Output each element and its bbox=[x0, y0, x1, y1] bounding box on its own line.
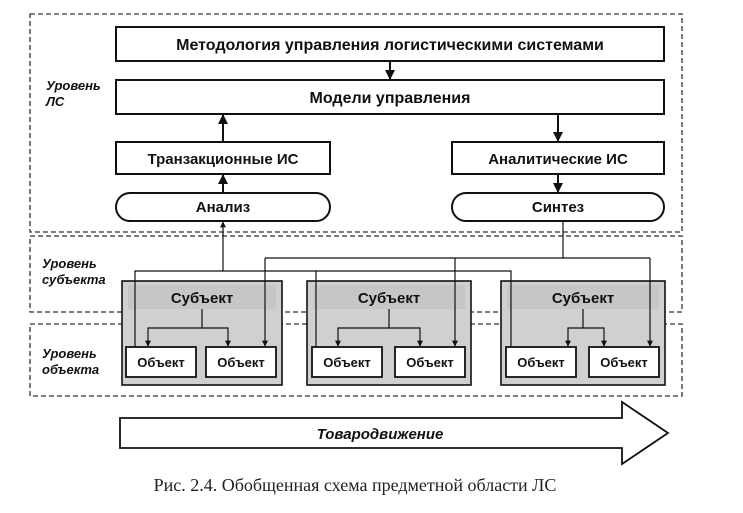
object-2b-label: Объект bbox=[406, 355, 454, 370]
object-3b-label: Объект bbox=[600, 355, 648, 370]
models-box bbox=[115, 79, 665, 115]
object-1b-label: Объект bbox=[217, 355, 265, 370]
flow-label: Товародвижение bbox=[317, 426, 444, 443]
level-subject-label: Уровень субъекта bbox=[42, 256, 106, 287]
figure-caption: Рис. 2.4. Обобщенная схема предметной об… bbox=[154, 475, 557, 495]
level-subject-region bbox=[29, 235, 683, 313]
methodology-box bbox=[115, 26, 665, 62]
transactional-is-label: Транзакционные ИС bbox=[148, 151, 299, 168]
models-label: Модели управления bbox=[310, 90, 471, 107]
synthesis-connectors bbox=[262, 221, 653, 347]
synthesis-label: Синтез bbox=[532, 199, 584, 216]
analysis-connectors bbox=[134, 221, 512, 347]
object-1b-box bbox=[205, 346, 277, 378]
analytical-is-box bbox=[451, 141, 665, 175]
subject-group-2: Субъект Объект Объект bbox=[306, 280, 472, 386]
level-ls-region bbox=[29, 13, 683, 233]
object-2a-box bbox=[311, 346, 383, 378]
level-ls-label: Уровень ЛС bbox=[45, 78, 104, 109]
analytical-is-label: Аналитические ИС bbox=[488, 151, 628, 168]
subject-group-3: Субъект Объект Объект bbox=[500, 280, 666, 386]
subject-3-label: Субъект bbox=[552, 290, 614, 307]
subject-2-label: Субъект bbox=[358, 290, 420, 307]
object-2b-box bbox=[394, 346, 466, 378]
object-3a-box bbox=[505, 346, 577, 378]
level-object-region bbox=[29, 323, 683, 397]
level-object-label: Уровень объекта bbox=[42, 346, 100, 377]
object-1a-box bbox=[125, 346, 197, 378]
synthesis-box bbox=[451, 192, 665, 222]
analysis-label: Анализ bbox=[196, 199, 250, 216]
object-1a-label: Объект bbox=[137, 355, 185, 370]
flow-arrow bbox=[119, 400, 670, 466]
methodology-label: Методология управления логистическими си… bbox=[176, 37, 604, 54]
transactional-is-box bbox=[115, 141, 331, 175]
subject-object-connectors bbox=[145, 309, 607, 347]
subject-group-1: Субъект Объект Объект bbox=[121, 280, 283, 386]
object-2a-label: Объект bbox=[323, 355, 371, 370]
subject-1-label: Субъект bbox=[171, 290, 233, 307]
object-3b-box bbox=[588, 346, 660, 378]
object-3a-label: Объект bbox=[517, 355, 565, 370]
